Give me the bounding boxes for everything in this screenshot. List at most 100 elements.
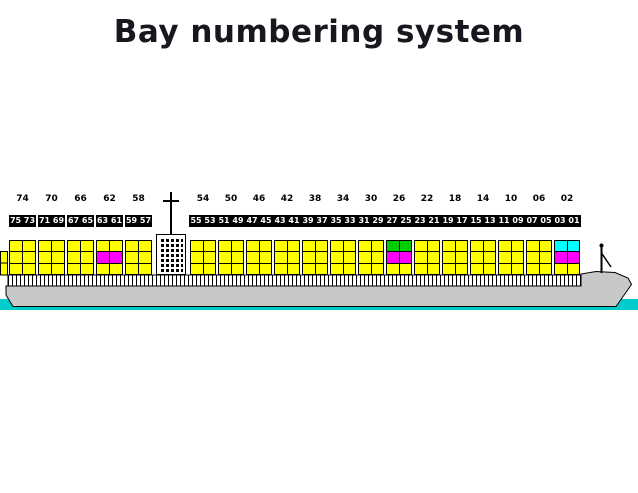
container-yellow: [415, 263, 427, 274]
container-green: [387, 241, 399, 252]
container-stack: [498, 240, 524, 275]
container-yellow: [303, 241, 315, 252]
container-yellow: [126, 252, 138, 263]
bay40-label: 38: [308, 194, 322, 204]
container-yellow: [203, 241, 215, 252]
container-yellow: [219, 241, 231, 252]
container-yellow: [231, 252, 243, 263]
bay20-labels: 07 05: [525, 215, 553, 227]
bay20-labels: 39 37: [301, 215, 329, 227]
bay40-label: 34: [336, 194, 350, 204]
container-yellow: [471, 241, 483, 252]
bay40-label: 54: [196, 194, 210, 204]
mast-crossarm-icon: [163, 200, 179, 202]
container-yellow: [343, 241, 355, 252]
container-stack: [246, 240, 272, 275]
container-yellow: [23, 263, 35, 274]
container-yellow: [555, 263, 567, 274]
container-stack: [96, 240, 123, 275]
bay20-labels: 63 61: [95, 215, 124, 227]
bridge-windows: [156, 234, 186, 275]
container-yellow: [443, 252, 455, 263]
superstructure: [153, 187, 189, 275]
bay20-labels: 27 25: [385, 215, 413, 227]
container-yellow: [415, 241, 427, 252]
container-yellow: [275, 263, 287, 274]
bay40-label: 18: [448, 194, 462, 204]
container-yellow: [455, 252, 467, 263]
container-yellow: [303, 263, 315, 274]
container-yellow: [68, 252, 80, 263]
container-yellow: [23, 241, 35, 252]
container-yellow: [191, 252, 203, 263]
container-yellow: [499, 241, 511, 252]
container-stack: [218, 240, 244, 275]
container-stack: [414, 240, 440, 275]
bay20-labels: 11 09: [497, 215, 525, 227]
container-yellow: [81, 252, 93, 263]
bow-mast-light: [599, 243, 604, 248]
container-yellow: [511, 241, 523, 252]
container-yellow: [415, 252, 427, 263]
container-yellow: [191, 241, 203, 252]
bay-group-38: 38 39 37: [301, 187, 329, 275]
container-yellow: [511, 263, 523, 274]
container-yellow: [97, 241, 109, 252]
container-cyan: [555, 241, 567, 252]
container-yellow: [231, 263, 243, 274]
container-magenta: [555, 252, 567, 263]
container-yellow: [343, 263, 355, 274]
container-yellow: [52, 241, 64, 252]
bay40-label: 02: [560, 194, 574, 204]
bay40-label: 14: [476, 194, 490, 204]
container-yellow: [539, 252, 551, 263]
container-yellow: [315, 241, 327, 252]
bay20-labels: 23 21: [413, 215, 441, 227]
container-yellow: [539, 241, 551, 252]
container-yellow: [52, 263, 64, 274]
container-green: [399, 241, 411, 252]
container-magenta: [110, 252, 122, 263]
container-yellow: [315, 263, 327, 274]
container-cyan: [567, 241, 579, 252]
container-yellow: [527, 263, 539, 274]
container-magenta: [399, 252, 411, 263]
bay20-labels: 51 49: [217, 215, 245, 227]
bay20-labels: 75 73: [8, 215, 37, 227]
container-stack: [190, 240, 216, 275]
slide: Bay numbering system: [0, 14, 638, 310]
container-yellow: [139, 263, 151, 274]
slide-title: Bay numbering system: [113, 14, 525, 50]
container-yellow: [110, 263, 122, 274]
bow-mast-stay: [600, 252, 612, 268]
container-yellow: [287, 263, 299, 274]
container-yellow: [483, 252, 495, 263]
bay40-label: 10: [504, 194, 518, 204]
bay-group-10: 10 11 09: [497, 187, 525, 275]
container-yellow: [259, 252, 271, 263]
container-yellow: [259, 241, 271, 252]
container-yellow: [287, 252, 299, 263]
container-yellow: [455, 263, 467, 274]
container-yellow: [10, 252, 22, 263]
container-yellow: [247, 263, 259, 274]
container-yellow: [247, 252, 259, 263]
container-yellow: [126, 263, 138, 274]
container-yellow: [203, 263, 215, 274]
container-yellow: [371, 241, 383, 252]
container-yellow: [483, 241, 495, 252]
container-yellow: [52, 252, 64, 263]
container-yellow: [499, 263, 511, 274]
container-yellow: [315, 252, 327, 263]
